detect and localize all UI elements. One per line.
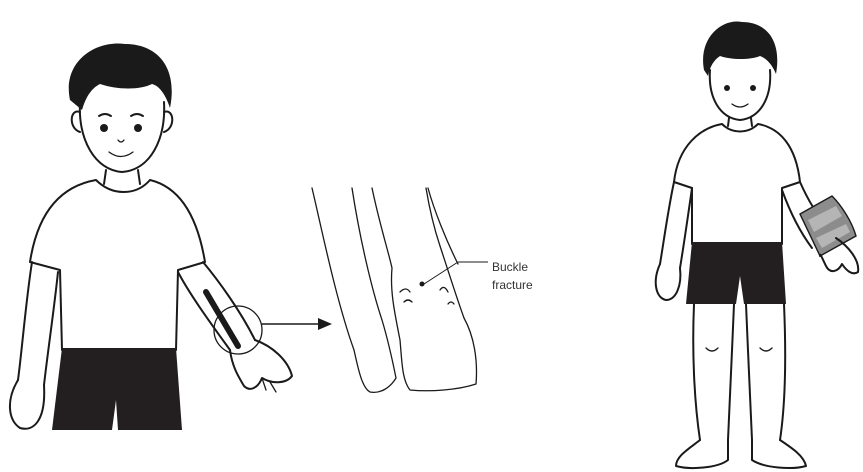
ulna-bone: [372, 188, 477, 391]
child-right-eye-right: [750, 85, 756, 91]
zoom-arrow: [262, 318, 332, 330]
child-right-figure: [656, 21, 858, 468]
child-left-figure: [10, 44, 292, 430]
child-right-shirt: [674, 124, 800, 244]
child-left-shorts: [52, 348, 182, 430]
radius-bone: [312, 188, 396, 392]
child-right-shorts: [686, 242, 786, 304]
child-left-hand-left: [10, 380, 44, 429]
child-left-shirt: [30, 180, 205, 350]
fracture-point: [420, 282, 425, 287]
child-left-head: [80, 102, 164, 172]
child-right-foot-right: [752, 440, 806, 468]
annotation-label-line2: fracture: [492, 278, 533, 292]
child-left-hair: [69, 44, 172, 110]
bone-inset: Buckle fracture: [312, 188, 533, 392]
child-left-eye-left: [100, 124, 108, 132]
child-left-mouth: [109, 152, 133, 157]
child-right-hair: [703, 21, 777, 76]
child-right-foot-left: [676, 440, 728, 468]
annotation-label-line1: Buckle: [492, 260, 528, 274]
child-left-eye-right: [134, 124, 142, 132]
child-right-eye-left: [724, 85, 730, 91]
